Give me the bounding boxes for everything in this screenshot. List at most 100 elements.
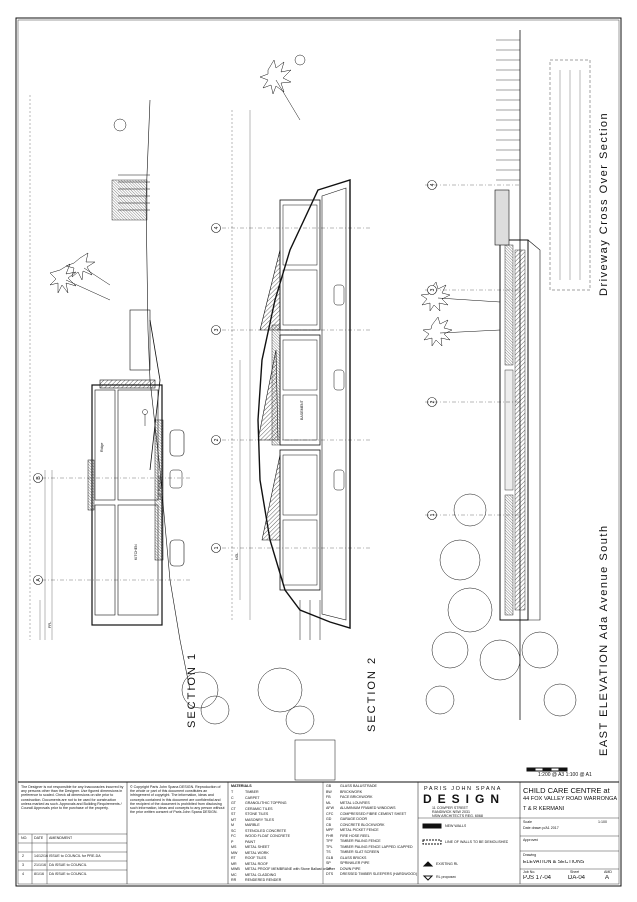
material-name: TIMBER	[245, 790, 259, 794]
material-name: DRESSED TIMBER SLEEPERS (HARDWOOD)	[340, 872, 418, 876]
legend-existing-rl: EXISTING RL	[436, 862, 459, 866]
material-name: GRANOLITHIC TOPPING	[245, 801, 287, 805]
annotation-ridge: Ridge	[100, 442, 104, 452]
amendment-header-no: NO.	[21, 836, 28, 840]
firm-name-line: PARIS JOHN SPANA	[424, 786, 502, 792]
material-code: TPL	[326, 844, 333, 849]
material-code: FC	[231, 834, 236, 838]
material-name: METAL PICKET FENCE	[340, 828, 379, 832]
material-name: METAL ROOF	[245, 861, 268, 866]
sheet-value: DA-04	[568, 875, 586, 881]
amendment-row-no: 2	[22, 854, 24, 858]
scale-bar-label: 1:200 @ A3 1:100 @ A1	[538, 772, 592, 778]
material-code: MW	[231, 850, 238, 855]
annotation-kitchen: KITCHEN	[134, 544, 138, 560]
job-value: PJS 17-04	[523, 875, 552, 881]
material-code: DTS	[326, 872, 334, 876]
material-name: SPRINKLER PIPE	[340, 861, 370, 865]
amendment-row-date: 21/1/16	[34, 863, 46, 867]
material-name: FACE BRICKWORK	[340, 795, 373, 799]
amendment-row-date: 14/12/16	[34, 854, 48, 858]
material-code: M	[231, 823, 234, 827]
annotation-ffl: FFL	[48, 621, 52, 628]
material-code: GB	[326, 784, 332, 788]
material-name: COMPRESSED FIBRE CEMENT SHEET	[340, 811, 407, 816]
material-code: TPF	[326, 839, 333, 843]
annotation-ngl: NGL	[235, 552, 239, 560]
material-code: MC	[231, 872, 237, 877]
material-name: GLASS BRICKS	[340, 855, 367, 860]
scale-bar	[526, 767, 568, 772]
grid-marker-3: 3	[214, 328, 220, 331]
project-client: T & R KERMANI	[523, 806, 565, 812]
material-code: CFC	[326, 811, 334, 816]
material-code: FB	[326, 795, 331, 799]
material-code: SC	[231, 828, 236, 833]
material-name: METAL WORK	[245, 850, 269, 855]
title-block-frame	[18, 781, 619, 884]
material-code: C	[231, 795, 234, 800]
amendment-row-text: DA ISSUE to COUNCIL	[49, 863, 87, 867]
firm-design: DESIGN	[423, 792, 506, 806]
amendment-row-date: 8/1/16	[34, 872, 44, 876]
material-name: PAINT	[245, 839, 256, 844]
material-code: GLB	[326, 855, 334, 860]
section-1-drawing	[29, 95, 230, 725]
material-name: TIMBER SLAT SCREEN	[340, 850, 380, 854]
material-code: MT	[231, 817, 237, 822]
material-name: METAL LOUVRES	[340, 800, 370, 805]
material-name: STONE TILES	[245, 812, 269, 816]
amendment-header-amendment: AMENDMENT	[49, 836, 73, 840]
material-name: GARAGE DOOR	[340, 817, 368, 821]
firm-address-2: RANDWICK NSW 2031	[432, 810, 470, 814]
material-name: GLASS BALUSTRADE	[340, 784, 377, 788]
material-code: RR	[231, 878, 237, 882]
material-name: TIMBER PALING FENCE	[340, 839, 381, 843]
date-label: Date drawn p/A1 2017	[523, 826, 559, 830]
section-2-drawing	[211, 54, 370, 781]
material-code: BW	[326, 789, 332, 794]
amendment-row-no: 4	[22, 872, 24, 876]
amendment-row-text: ISSUE to COUNCIL for PRE-DA	[49, 854, 101, 858]
material-name: CONCRETE BLOCKWORK	[340, 822, 385, 827]
materials-title: MATERIALS	[231, 784, 252, 788]
material-code: SP	[326, 861, 331, 865]
annotation-car-parking: CAR PARKING	[158, 475, 162, 501]
grid-marker-2: 2	[214, 438, 220, 441]
drawing-label: Drawing	[523, 853, 537, 857]
material-code: MS	[231, 845, 237, 849]
firm-address-1: 11 COWPER STREET	[432, 806, 469, 810]
material-name: BRICKWORK	[340, 789, 363, 794]
job-label: Job No.	[523, 870, 536, 874]
annotation-basement: BASEMENT	[300, 400, 304, 420]
material-code: MPF	[326, 828, 334, 832]
material-code: CB	[326, 822, 331, 827]
material-name: WOOD FLOAT CONCRETE	[245, 834, 290, 838]
legend-demolish: LINE OF WALLS TO BE DEMOLISHED	[445, 840, 509, 844]
material-name: ALUMINIUM FRAMED WINDOWS	[340, 806, 396, 810]
copyright-text: © Copyright Paris John Spana DESIGN. Rep…	[130, 785, 225, 815]
drawing-value: ELEVATION & SECTIONS	[523, 860, 585, 865]
material-code: MR	[231, 861, 237, 866]
material-name: CARPET	[245, 795, 260, 800]
section-2-title: SECTION 2	[366, 655, 378, 732]
amendment-row-no: 3	[22, 863, 24, 867]
material-name: DOWN PIPE	[340, 866, 361, 871]
material-name: METAL SHEET	[245, 845, 270, 849]
amd-value: A	[605, 875, 610, 881]
scale-label: Scale	[523, 820, 532, 824]
material-name: RENDERED RENDER	[245, 878, 282, 882]
legend-new-walls: NEW WALLS	[445, 824, 467, 828]
amendment-header-date: DATE	[34, 836, 44, 840]
amendment-row-text: DA ISSUE to COUNCIL	[49, 872, 87, 876]
material-name: CERAMIC TILES	[245, 806, 273, 811]
section-1-title: SECTION 1	[186, 651, 198, 728]
scale-value: 1:100	[598, 820, 607, 824]
grid-marker-1: 1	[214, 546, 220, 549]
material-name: METAL CLADDING	[245, 872, 277, 877]
east-elevation-title: EAST ELEVATION Ada Avenue South	[598, 524, 610, 756]
material-name: STENCILED CONCRETE	[245, 828, 287, 833]
material-name: METAL PROOF MEMBRANE with Stone Ballast …	[245, 867, 336, 871]
approved-label: Approved	[523, 838, 539, 842]
